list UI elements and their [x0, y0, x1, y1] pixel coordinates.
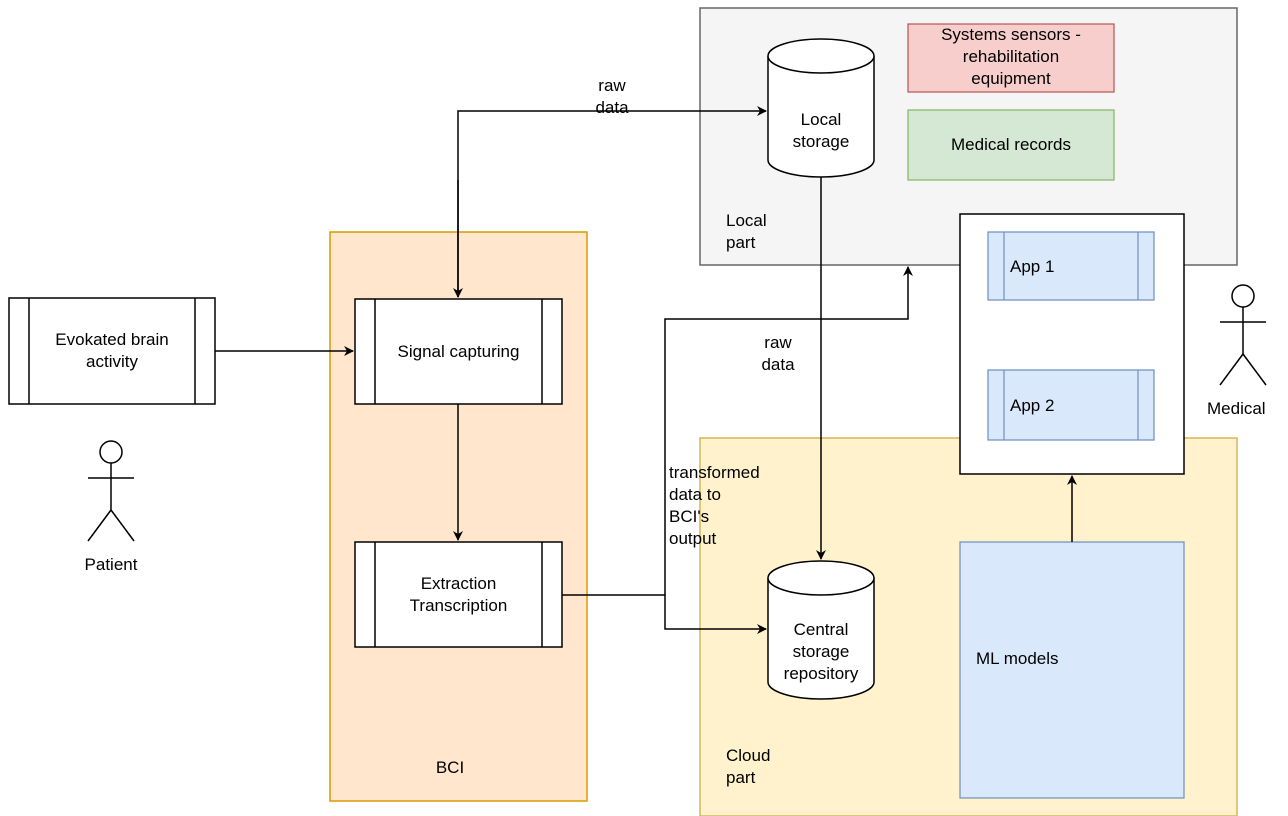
cloud-part-label-line1: Cloud: [726, 746, 771, 765]
sensors-label-line2: rehabilitation: [962, 47, 1060, 66]
ml-models-label: ML models: [976, 649, 1059, 668]
raw-data-top-label-line1: raw: [598, 76, 626, 95]
edge-transformed-to-local: [664, 266, 913, 595]
evokated-label-line2: activity: [86, 352, 138, 371]
transformed-label-line3: BCI's: [669, 507, 710, 526]
raw-data-top-label-line2: data: [595, 98, 629, 117]
signal-capturing-label: Signal capturing: [397, 342, 520, 361]
sensors-label: Systems sensors - rehabilitation equipme…: [908, 24, 1114, 90]
sensors-box: [907, 23, 1115, 93]
raw-data-top-label: raw data: [582, 75, 642, 119]
cloud-part-label: Cloud part: [726, 745, 770, 789]
local-storage-label-line1: Local: [800, 110, 842, 129]
local-storage-label-line2: storage: [792, 132, 850, 151]
local-part-label-line1: Local: [726, 211, 767, 230]
app1-label: App 1: [1010, 257, 1055, 276]
cloud-part-label-line2: part: [726, 768, 756, 787]
raw-data-mid-label-line2: data: [761, 355, 795, 374]
extraction-label: Extraction Transcription: [375, 573, 542, 617]
medical-label: Medical: [1207, 399, 1266, 418]
local-part-label: Local part: [726, 210, 767, 254]
raw-data-mid-label-line1: raw: [764, 333, 792, 352]
medical-actor-icon: [1219, 284, 1267, 386]
evokated-process: [8, 297, 216, 405]
signal-capturing-process: [354, 298, 563, 405]
evokated-label: Evokated brain activity: [29, 329, 195, 373]
app2-process: [987, 369, 1155, 441]
app1-process: [987, 231, 1155, 301]
ml-models-box: [959, 541, 1185, 799]
raw-data-mid-label: raw data: [748, 332, 808, 376]
patient-actor-icon: [87, 440, 135, 542]
extraction-label-line2: Transcription: [409, 596, 508, 615]
medical-records-label: Medical records: [951, 135, 1071, 154]
local-storage-cylinder: [767, 38, 875, 178]
edge-extraction-to-central: [562, 594, 767, 634]
app2-label: App 2: [1010, 396, 1055, 415]
central-storage-label: Central storage repository: [768, 619, 874, 685]
patient-label: Patient: [84, 555, 138, 574]
extraction-label-line1: Extraction: [420, 574, 497, 593]
bci-label: BCI: [435, 758, 465, 777]
transformed-label: transformed data to BCI's output: [669, 462, 760, 550]
central-storage-label-line1: Central: [793, 620, 849, 639]
evokated-label-line1: Evokated brain: [55, 330, 169, 349]
central-storage-label-line3: repository: [783, 664, 859, 683]
transformed-label-line1: transformed: [669, 463, 760, 482]
medical-records-box: [907, 109, 1115, 181]
sensors-label-line1: Systems sensors -: [941, 25, 1081, 44]
central-storage-label-line2: storage: [792, 642, 850, 661]
local-storage-label: Local storage: [768, 109, 874, 153]
local-part-label-line2: part: [726, 233, 756, 252]
transformed-label-line2: data to: [669, 485, 721, 504]
extraction-process: [354, 541, 563, 648]
transformed-label-line4: output: [669, 529, 717, 548]
sensors-label-line3: equipment: [971, 69, 1051, 88]
central-storage-cylinder: [767, 560, 875, 700]
